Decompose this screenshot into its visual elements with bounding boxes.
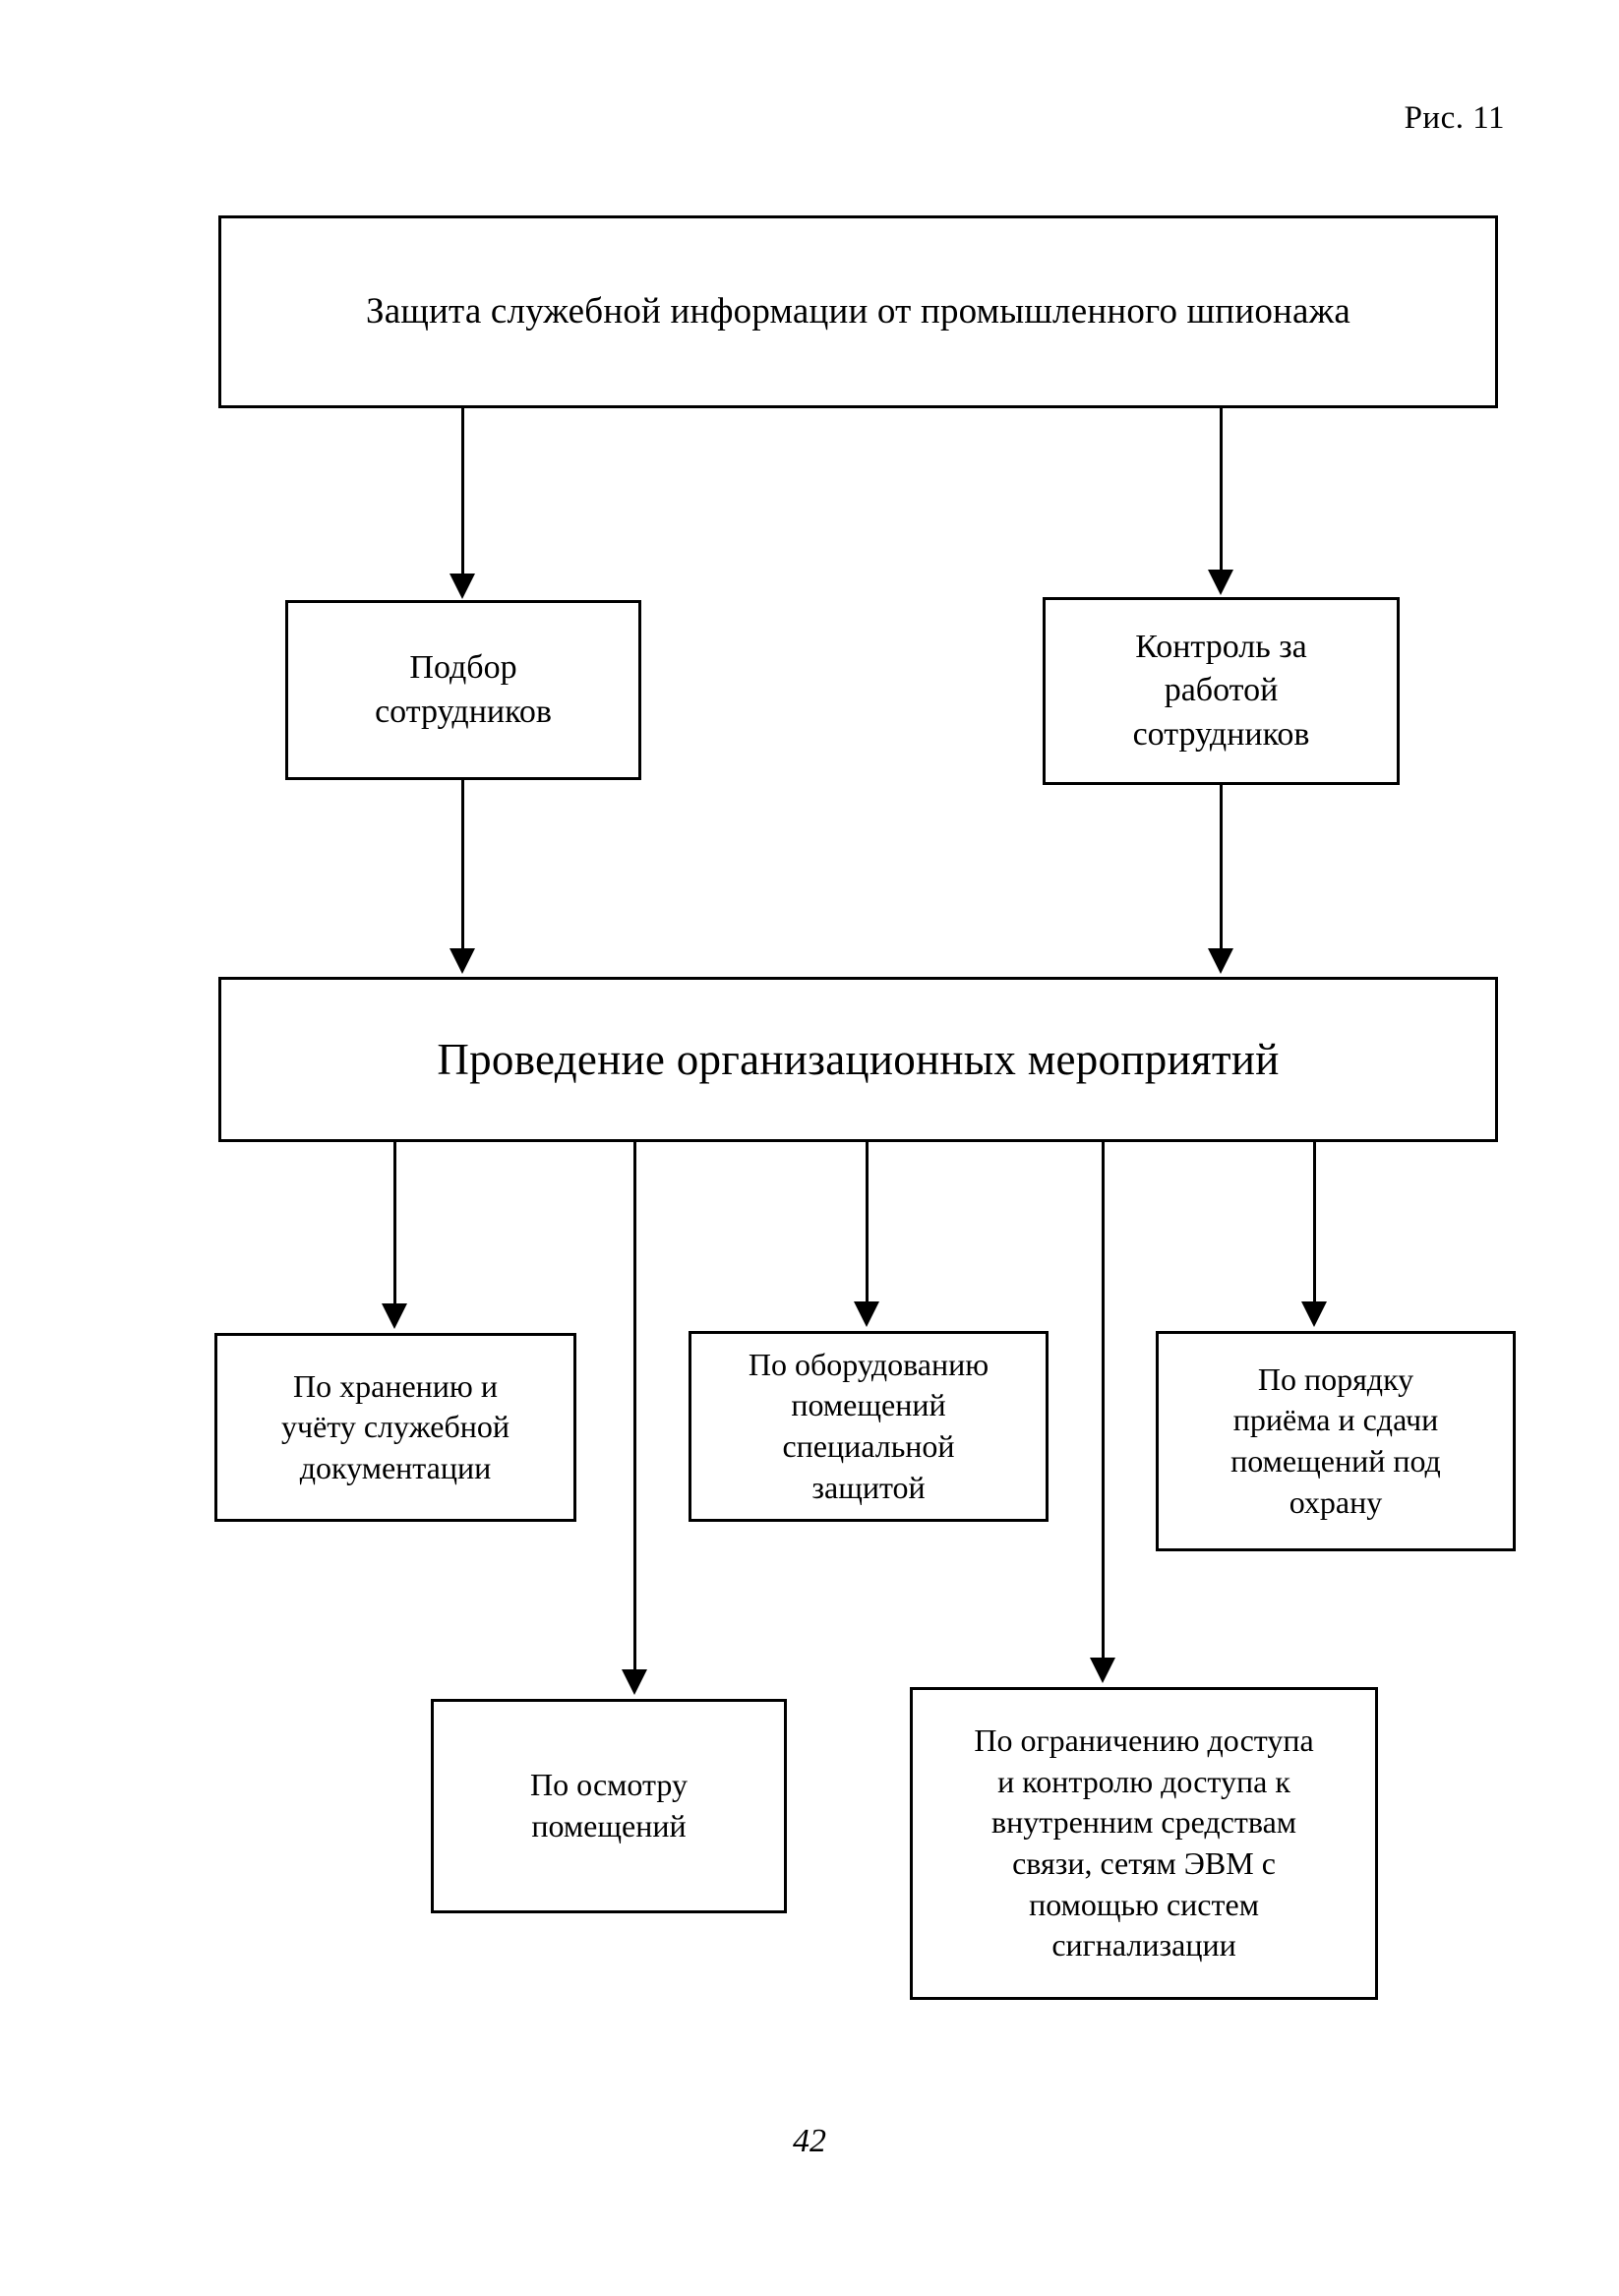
figure-label: Рис. 11 [1404, 100, 1505, 136]
node-equipment: По оборудованию помещений специальной за… [689, 1331, 1049, 1522]
node-root-label: Защита служебной информации от промышлен… [365, 290, 1351, 332]
node-monitoring: Контроль за работой сотрудников [1043, 597, 1400, 785]
arrowhead-down-icon [1208, 948, 1233, 974]
page-number: 42 [793, 2123, 826, 2159]
node-handover: По порядку приёма и сдачи помещений под … [1156, 1331, 1516, 1551]
node-org-measures-label: Проведение организационных мероприятий [437, 1034, 1280, 1084]
arrowhead-down-icon [382, 1303, 407, 1329]
arrowhead-down-icon [1208, 570, 1233, 595]
edge-org-measures-to-equipment [866, 1142, 869, 1305]
arrowhead-down-icon [1090, 1658, 1115, 1683]
node-monitoring-label: Контроль за работой сотрудников [1132, 629, 1310, 753]
edge-hiring-to-org-measures [461, 780, 464, 952]
arrowhead-down-icon [854, 1301, 879, 1327]
node-org-measures: Проведение организационных мероприятий [218, 977, 1498, 1142]
node-access-control-label: По ограничению доступа и контролю доступ… [974, 1722, 1314, 1964]
node-storage: По хранению и учёту служебной документац… [214, 1333, 576, 1522]
edge-root-to-monitoring [1220, 406, 1223, 574]
edge-org-measures-to-storage [393, 1142, 396, 1307]
node-hiring: Подбор сотрудников [285, 600, 641, 780]
arrowhead-down-icon [1301, 1301, 1327, 1327]
node-handover-label: По порядку приёма и сдачи помещений под … [1230, 1360, 1441, 1520]
arrowhead-down-icon [622, 1669, 647, 1695]
edge-org-measures-to-access-control [1102, 1142, 1105, 1662]
arrowhead-down-icon [450, 574, 475, 599]
edge-org-measures-to-inspection [633, 1142, 636, 1673]
node-storage-label: По хранению и учёту служебной документац… [280, 1367, 510, 1485]
node-root: Защита служебной информации от промышлен… [218, 215, 1498, 408]
node-hiring-label: Подбор сотрудников [375, 649, 552, 730]
node-equipment-label: По оборудованию помещений специальной за… [748, 1346, 989, 1505]
edge-monitoring-to-org-measures [1220, 785, 1223, 952]
edge-root-to-hiring [461, 406, 464, 577]
arrowhead-down-icon [450, 948, 475, 974]
node-inspection: По осмотру помещений [431, 1699, 787, 1913]
edge-org-measures-to-handover [1313, 1142, 1316, 1305]
node-access-control: По ограничению доступа и контролю доступ… [910, 1687, 1378, 2000]
node-inspection-label: По осмотру помещений [530, 1767, 688, 1843]
